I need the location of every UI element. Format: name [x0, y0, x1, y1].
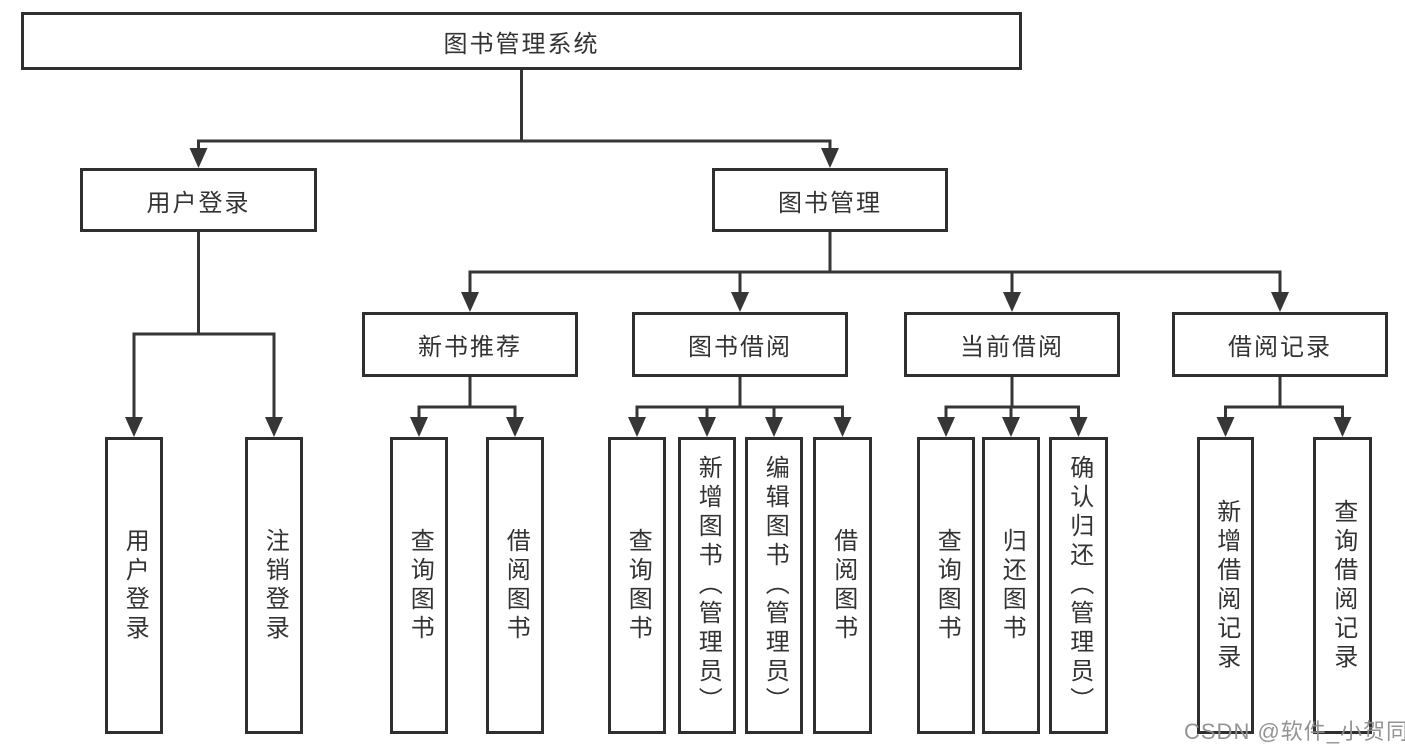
node-root: 图书管理系统	[21, 12, 1022, 70]
node-label-leaf-query-book-2: 查询图书	[624, 527, 652, 644]
node-label-leaf-query-book-3: 查询图书	[933, 527, 961, 644]
node-leaf-query-book-1: 查询图书	[390, 437, 448, 734]
node-label-leaf-borrow-book-2: 借阅图书	[829, 527, 857, 644]
node-leaf-query-book-3: 查询图书	[917, 437, 975, 734]
node-label-leaf-query-book-1: 查询图书	[406, 527, 434, 644]
node-label-leaf-confirm-return: 确认归还（管理员）	[1065, 455, 1093, 716]
node-label-current-borrow: 当前借阅	[960, 334, 1064, 361]
node-label-book-mgmt: 图书管理	[778, 189, 882, 217]
node-label-user-login: 用户登录	[146, 189, 251, 217]
node-label-leaf-return-book: 归还图书	[998, 527, 1026, 644]
node-borrow-record: 借阅记录	[1172, 312, 1388, 377]
node-user-login: 用户登录	[80, 168, 317, 232]
node-current-borrow: 当前借阅	[904, 312, 1120, 377]
node-leaf-borrow-book-1: 借阅图书	[486, 437, 544, 734]
node-label-leaf-user-login: 用户登录	[121, 527, 149, 644]
node-leaf-return-book: 归还图书	[982, 437, 1040, 734]
node-new-book-rec: 新书推荐	[362, 312, 578, 377]
node-leaf-user-login: 用户登录	[105, 437, 163, 734]
csdn-watermark: CSDN @软件_小贺同学	[1184, 719, 1405, 744]
node-book-borrow: 图书借阅	[632, 312, 848, 377]
node-leaf-logout: 注销登录	[245, 437, 303, 734]
node-label-leaf-borrow-book-1: 借阅图书	[502, 527, 530, 644]
node-leaf-query-record: 查询借阅记录	[1313, 437, 1372, 734]
node-leaf-confirm-return: 确认归还（管理员）	[1049, 437, 1108, 734]
node-label-leaf-query-record: 查询借阅记录	[1329, 498, 1357, 673]
node-label-leaf-add-record: 新增借阅记录	[1212, 498, 1240, 673]
node-label-leaf-logout: 注销登录	[261, 527, 289, 644]
node-label-root: 图书管理系统	[443, 30, 600, 58]
node-label-new-book-rec: 新书推荐	[418, 334, 522, 361]
node-leaf-edit-book: 编辑图书（管理员）	[745, 437, 803, 734]
node-label-leaf-edit-book: 编辑图书（管理员）	[761, 455, 789, 716]
node-label-leaf-add-book: 新增图书（管理员）	[694, 455, 722, 716]
node-leaf-add-book: 新增图书（管理员）	[678, 437, 736, 734]
node-book-mgmt: 图书管理	[712, 168, 948, 232]
node-leaf-query-book-2: 查询图书	[608, 437, 666, 734]
node-leaf-borrow-book-2: 借阅图书	[813, 437, 872, 734]
node-label-borrow-record: 借阅记录	[1228, 334, 1332, 361]
node-leaf-add-record: 新增借阅记录	[1197, 437, 1254, 734]
node-label-book-borrow: 图书借阅	[688, 334, 792, 361]
